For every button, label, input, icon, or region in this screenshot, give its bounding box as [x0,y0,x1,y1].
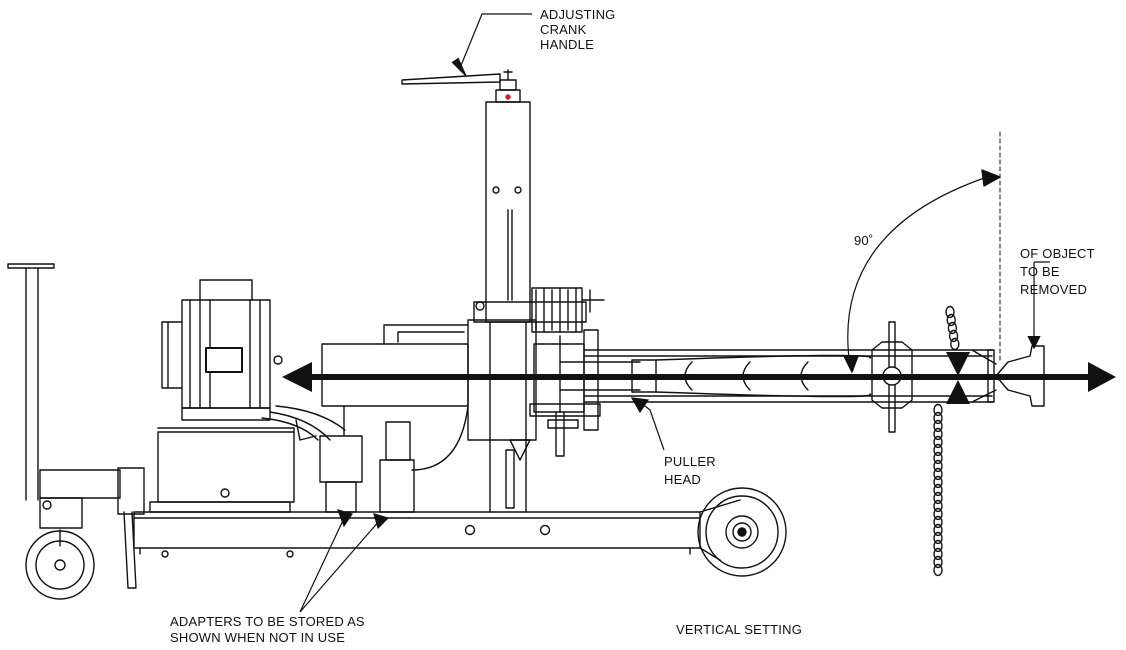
angle-arrow-bottom [843,355,859,373]
svg-text:HANDLE: HANDLE [540,37,594,52]
chain-link [933,443,943,457]
svg-text:HEAD: HEAD [664,472,701,487]
rear-handle [7,263,145,515]
svg-text:PULLER: PULLER [664,454,716,469]
svg-text:REMOVED: REMOVED [1020,282,1087,297]
label-puller-head: PULLER HEAD [664,454,716,487]
chain-link [933,547,943,561]
label-angle: 90˚ [854,233,873,248]
chain-link [933,427,943,441]
base-frame [133,511,701,558]
puller-head [529,329,601,457]
chain-link [933,531,943,545]
chain-link [948,329,959,343]
front-wheel [697,487,787,577]
stored-adapters [319,421,415,513]
chain-link [933,451,943,465]
chain-link [946,313,956,327]
angle-arc [847,175,991,367]
chains [933,305,960,577]
svg-text:SHOWN WHEN NOT IN USE: SHOWN WHEN NOT IN USE [170,630,345,645]
svg-text:ADJUSTING: ADJUSTING [540,7,615,22]
chain-link [933,499,943,513]
column-clamp [467,301,587,509]
chain-link [933,403,943,417]
rear-caster [25,497,95,600]
label-crank-handle: ADJUSTING CRANK HANDLE [540,7,615,52]
vertical-column [485,69,531,513]
chain-link [933,459,943,473]
chain-link [933,411,943,425]
chain-link [933,475,943,489]
label-adapters: ADAPTERS TO BE STORED AS SHOWN WHEN NOT … [170,614,365,645]
label-object: OF OBJECT TO BE REMOVED [1020,246,1095,297]
svg-text:OF OBJECT: OF OBJECT [1020,246,1095,261]
chain-link [950,337,960,351]
pump-reservoir [149,405,346,513]
chain-link [933,563,943,577]
rear-foot-pedal [123,511,137,589]
chain-link [947,321,958,335]
chain-link [933,419,943,433]
svg-text:ADAPTERS TO BE STORED AS: ADAPTERS TO BE STORED AS [170,614,365,629]
chain-link [933,435,943,449]
chain-link [933,555,943,569]
svg-text:CRANK: CRANK [540,22,587,37]
chain-link [933,507,943,521]
leader-lines [299,13,1050,613]
spring-assembly [531,287,605,333]
electric-motor [161,279,283,421]
hydraulic-cylinder [321,324,469,471]
chain-link [933,523,943,537]
svg-text:TO BE: TO BE [1020,264,1060,279]
chain-link [933,515,943,529]
chain-link [933,539,943,553]
chain-link [933,483,943,497]
crank-handle [401,73,501,85]
label-vertical-setting: VERTICAL SETTING [676,622,802,637]
chain-link [945,305,955,319]
chain-link [933,467,943,481]
chain-link [933,491,943,505]
main-axis-arrow [282,352,1116,404]
angle-arrow-top [981,169,1001,187]
